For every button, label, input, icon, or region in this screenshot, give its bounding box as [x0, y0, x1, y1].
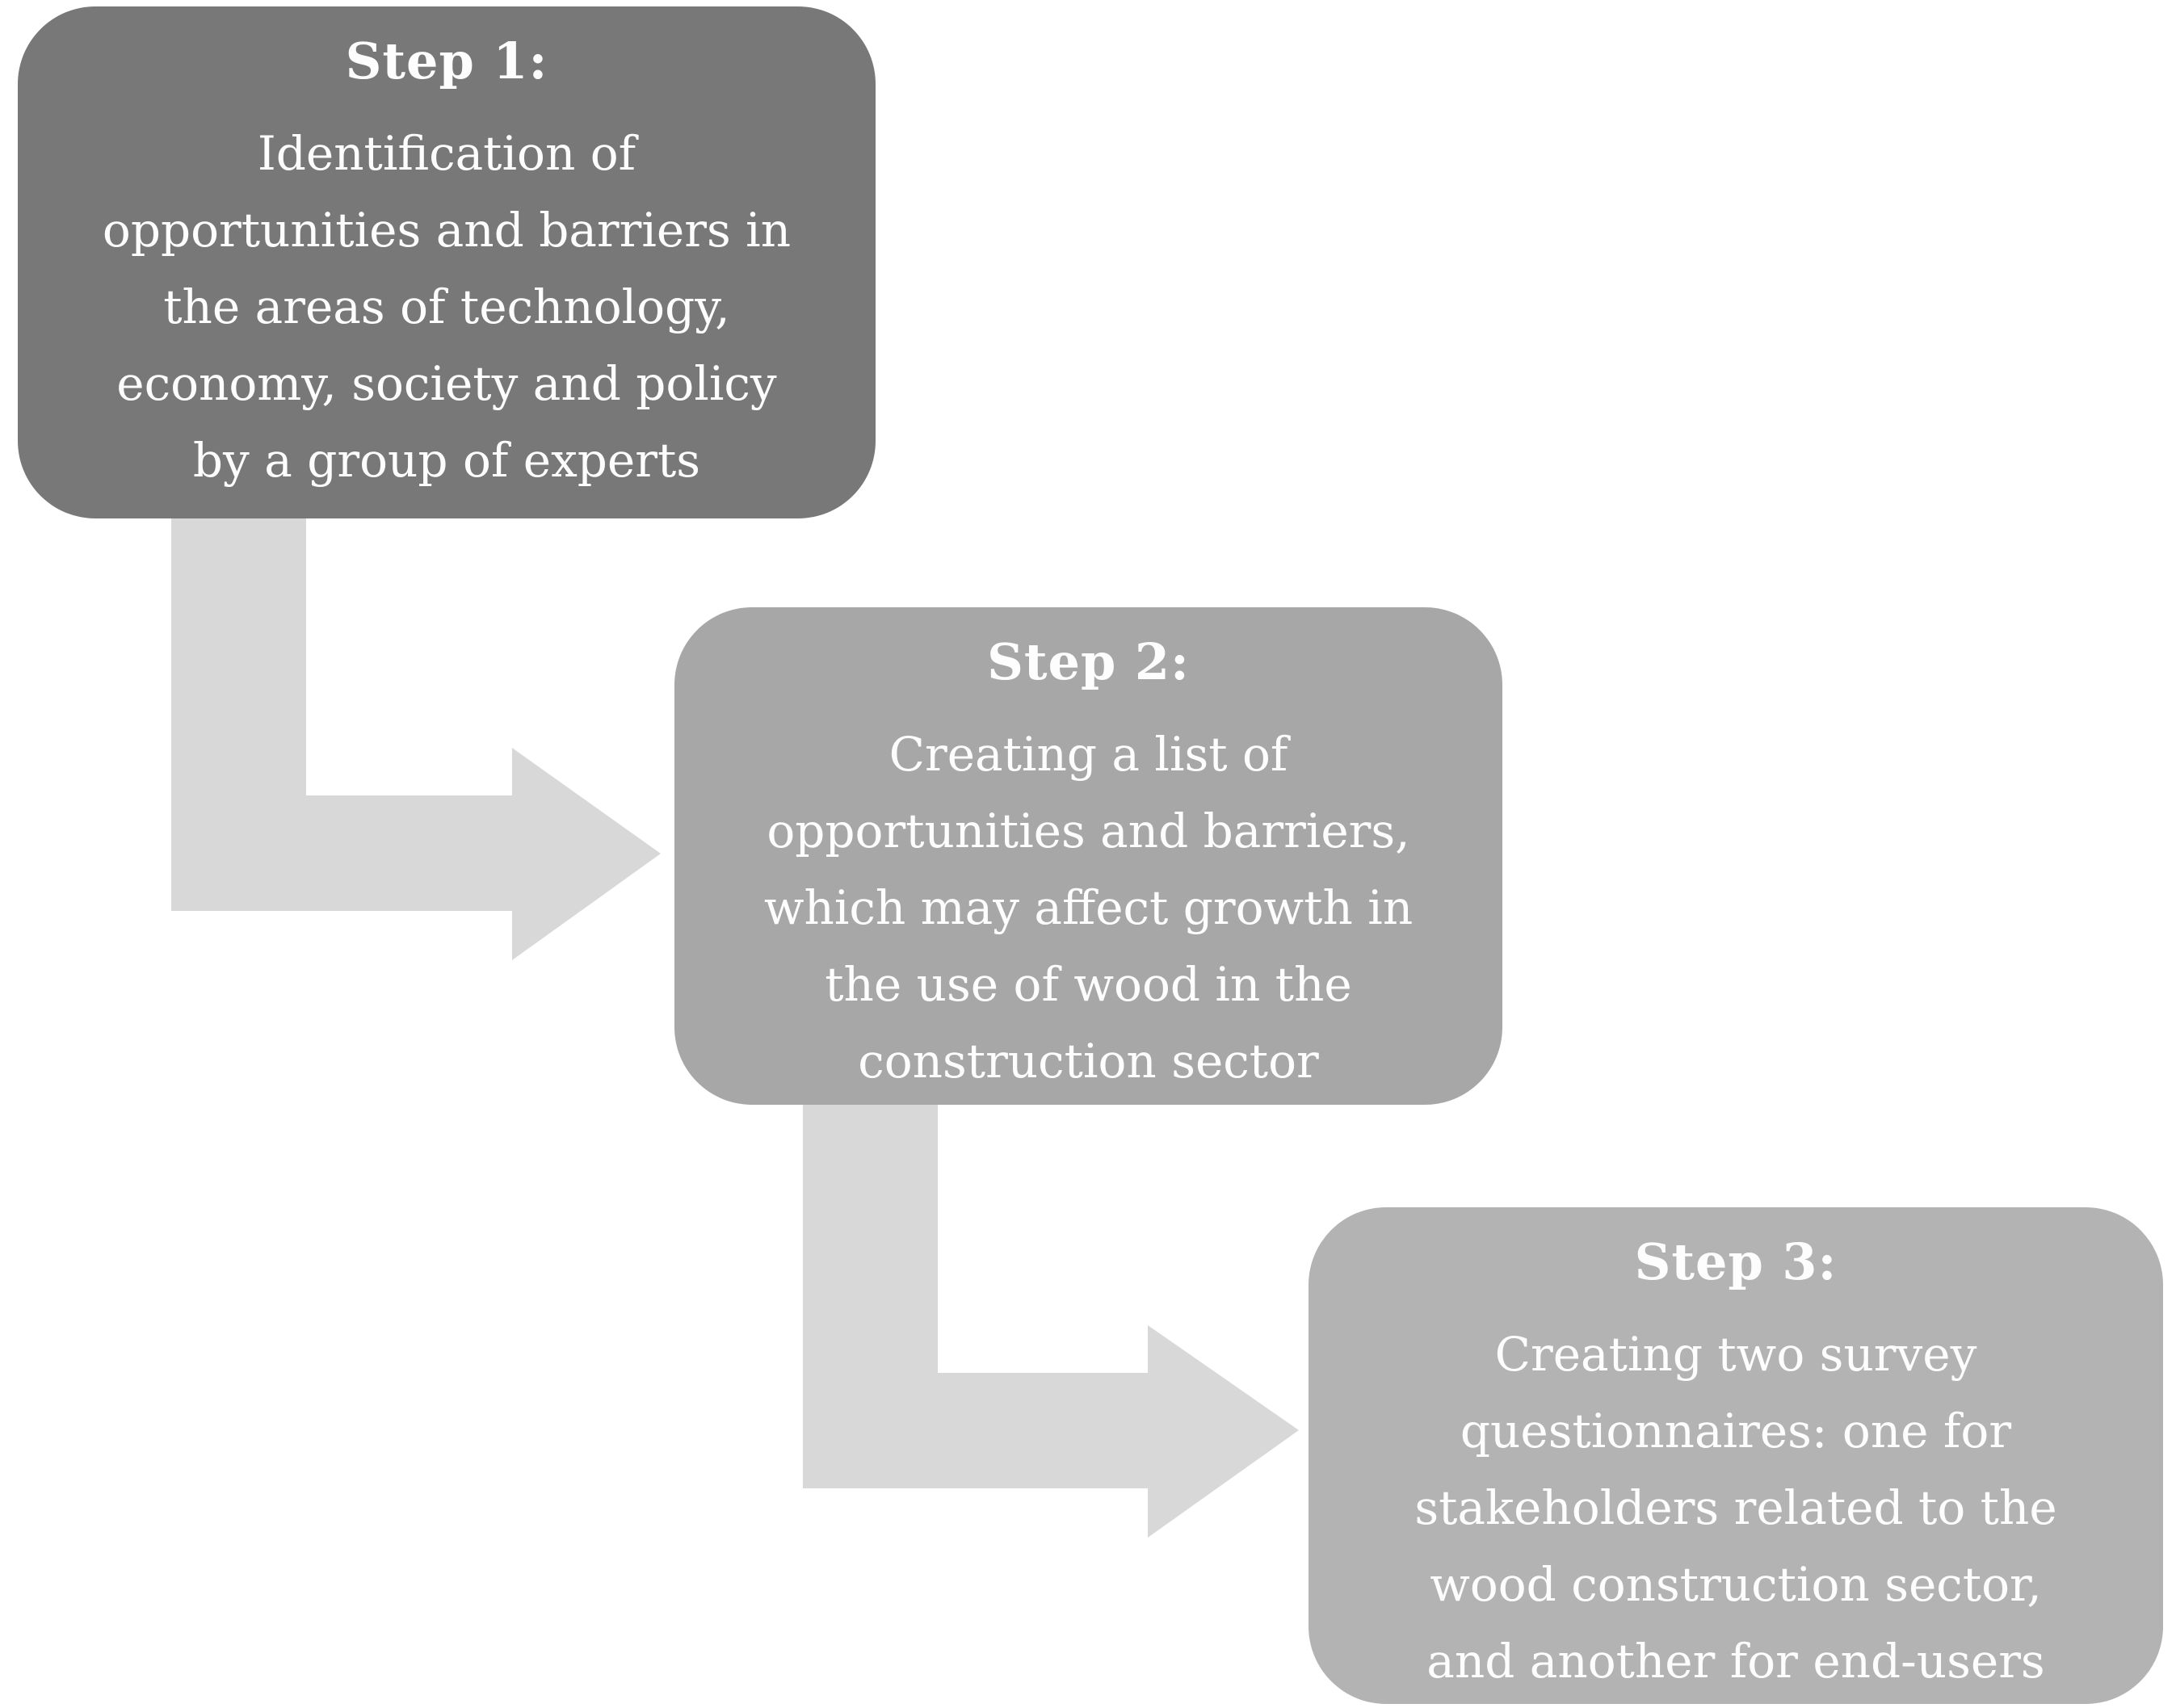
- step-1-body: Identification of opportunities and barr…: [102, 125, 792, 489]
- step-2-body: Creating a list of opportunities and bar…: [763, 726, 1414, 1089]
- elbow-arrow-step2-to-step3-icon: [803, 1105, 1299, 1538]
- step-2-box: Step 2: Creating a list of opportunities…: [674, 607, 1502, 1105]
- step-2-title: Step 2:: [987, 632, 1190, 691]
- step-3-body: Creating two survey questionnaires: one …: [1414, 1326, 2057, 1689]
- step-3-title: Step 3:: [1634, 1232, 1838, 1291]
- step-1-title: Step 1:: [345, 31, 548, 90]
- step-3-box: Step 3: Creating two survey questionnair…: [1309, 1207, 2163, 1704]
- elbow-arrow-step1-to-step2-icon: [171, 518, 661, 960]
- step-1-box: Step 1: Identification of opportunities …: [18, 6, 876, 518]
